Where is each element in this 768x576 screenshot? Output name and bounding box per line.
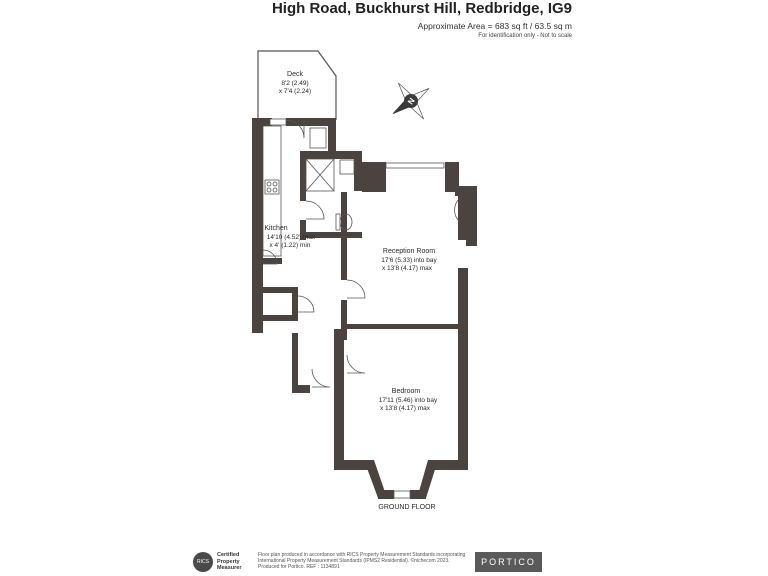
deck-outline (257, 50, 337, 120)
footer-line-3: Produced for Portico. REF : 1134891 (258, 564, 340, 571)
rics-line-2: Property (217, 558, 240, 565)
rics-line-1: Certified (217, 552, 240, 558)
deck-dim2: x 7'4 (2.24) (279, 88, 311, 95)
kitchen-dim1: 14'10 (4.52) max (267, 234, 316, 241)
rics-line-3: Measurer (217, 565, 242, 571)
walls (252, 118, 477, 499)
reception-dim2: x 13'8 (4.17) max (382, 265, 433, 272)
bedroom-dim2: x 13'8 (4.17) max (380, 405, 431, 412)
room-labels: Deck 8'2 (2.49) x 7'4 (2.24) Kitchen 14'… (264, 71, 438, 511)
kitchen-dim2: x 4' (1.22) min (270, 242, 311, 249)
rics-certified-text: Certified Property Measurer (217, 552, 241, 572)
reception-label: Reception Room (383, 248, 435, 255)
footer-line-1: Floor plan produced in accordance with R… (258, 552, 466, 558)
floor-label: GROUND FLOOR (378, 504, 435, 511)
kitchen-label: Kitchen (264, 225, 287, 232)
identification-note: For identification only - Not to scale (478, 33, 572, 39)
door-swings (262, 119, 461, 388)
footer-disclaimer: Floor plan produced in accordance with R… (258, 552, 468, 571)
bedroom-dim1: 17'11 (5.46) into bay (379, 397, 438, 404)
portico-logo: PORTICO (475, 552, 542, 572)
fixtures (262, 125, 355, 257)
plan-title: High Road, Buckhurst Hill, Redbridge, IG… (271, 0, 572, 17)
reception-dim1: 17'6 (5.33) into bay (381, 257, 437, 264)
rics-badge: RICS (193, 552, 213, 572)
deck-dim1: 8'2 (2.49) (281, 80, 308, 87)
approximate-area: Approximate Area = 683 sq ft / 63.5 sq m (417, 21, 572, 31)
compass-icon: N (392, 82, 430, 120)
compass-letter: N (406, 96, 417, 106)
windows (269, 118, 445, 499)
footer-line-2: International Property Measurement Stand… (258, 558, 450, 565)
bedroom-label: Bedroom (392, 388, 421, 395)
deck-label: Deck (287, 71, 303, 78)
